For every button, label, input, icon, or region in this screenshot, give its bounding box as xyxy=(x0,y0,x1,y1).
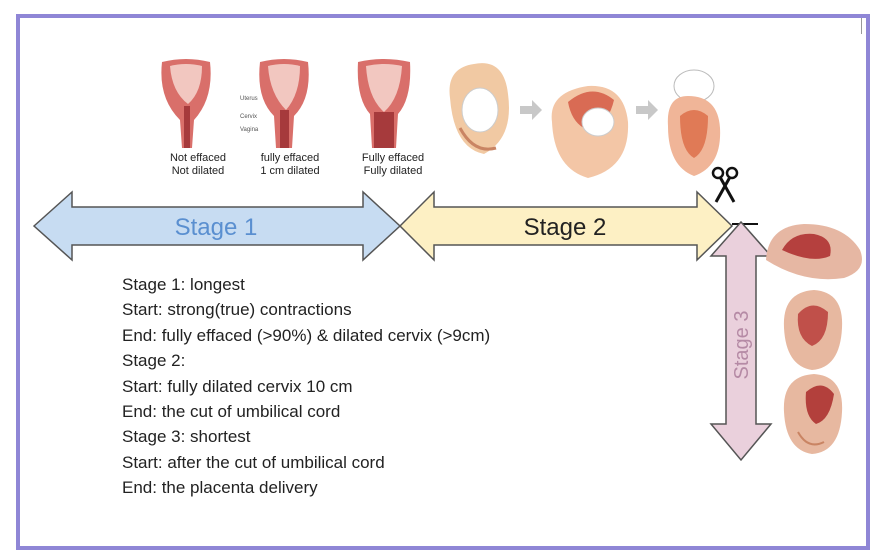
note-line: End: the placenta delivery xyxy=(122,475,490,500)
stage-3-label: Stage 3 xyxy=(731,311,753,380)
stage-3-arrow: Stage 3 xyxy=(711,222,771,460)
note-line: Stage 2: xyxy=(122,348,490,373)
note-line: Start: after the cut of umbilical cord xyxy=(122,450,490,475)
placenta-step-1-image xyxy=(766,224,862,279)
placenta-illustrations xyxy=(764,220,872,456)
note-line: Start: fully dilated cervix 10 cm xyxy=(122,374,490,399)
stage-notes: Stage 1: longest Start: strong(true) con… xyxy=(122,272,490,501)
note-line: Stage 3: shortest xyxy=(122,424,490,449)
note-line: End: the cut of umbilical cord xyxy=(122,399,490,424)
note-line: Start: strong(true) contractions xyxy=(122,297,490,322)
placenta-step-3-image xyxy=(784,374,842,454)
note-line: Stage 1: longest xyxy=(122,272,490,297)
stage-2-arrow: Stage 2 xyxy=(400,192,732,260)
stage-1-arrow: Stage 1 xyxy=(34,192,400,260)
stage-1-label: Stage 1 xyxy=(175,214,258,241)
note-line: End: fully effaced (>90%) & dilated cerv… xyxy=(122,323,490,348)
placenta-step-2-image xyxy=(784,290,842,370)
stage-2-label: Stage 2 xyxy=(524,214,607,241)
